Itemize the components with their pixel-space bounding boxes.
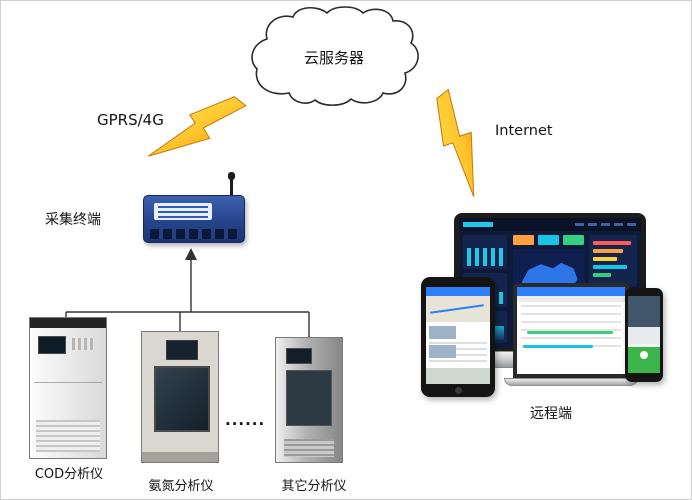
phone-green-panel [628, 346, 660, 373]
remote-tablet [421, 277, 495, 397]
laptop2-gantt-bar [527, 331, 613, 334]
laptop2-header [517, 287, 625, 296]
other-analyzer-cabinet [275, 337, 343, 463]
antenna [230, 175, 233, 199]
bar-chart-panel [589, 235, 637, 287]
cod-vent [36, 420, 100, 452]
kpi-tile [538, 235, 559, 245]
laptop2-toolbar [517, 296, 625, 302]
dashboard-panel [463, 235, 507, 269]
ammonia-analyzer-cabinet [141, 331, 219, 463]
cod-display [38, 336, 66, 354]
other-display [286, 348, 312, 364]
tablet-screen [426, 287, 490, 384]
cod-analyzer-label: COD分析仪 [34, 467, 104, 482]
phone-map [628, 296, 660, 327]
laptop2-table [521, 305, 621, 351]
other-vent [284, 439, 334, 457]
remote-laptop-2-screen [513, 283, 629, 378]
tablet-header [426, 287, 490, 296]
cloud-shape [251, 6, 419, 106]
kpi-tile [563, 235, 584, 245]
cod-keypad [72, 338, 94, 350]
tablet-thumbnails [426, 322, 490, 358]
kpi-tile [513, 235, 534, 245]
dtu-ports [150, 229, 238, 239]
other-analyzer-label: 其它分析仪 [281, 479, 347, 494]
lightning-left-icon [147, 96, 247, 157]
tablet-map-2 [426, 368, 490, 384]
ammonia-window [154, 366, 210, 432]
cloud-server-label: 云服务器 [303, 49, 364, 67]
dtu-sticker [154, 203, 212, 220]
laptop2-gantt-bar-2 [523, 345, 593, 348]
lightning-right-icon [436, 88, 475, 197]
dashboard-header [459, 218, 641, 231]
other-window [286, 370, 332, 426]
ammonia-analyzer-label: 氨氮分析仪 [148, 479, 214, 494]
gprs-link-label: GPRS/4G [97, 111, 164, 129]
internet-link-label: Internet [495, 123, 553, 139]
dtu-body [143, 195, 245, 243]
ellipsis-text: ...... [225, 411, 266, 429]
remote-terminal-label: 远程端 [530, 406, 572, 422]
dtu-device [141, 172, 249, 247]
terminal-label: 采集终端 [45, 212, 101, 228]
laptop2-base [504, 378, 638, 386]
tablet-map [426, 296, 490, 322]
ammonia-display [166, 340, 198, 360]
dashboard-logo [463, 222, 493, 227]
cod-analyzer-cabinet [29, 317, 107, 459]
home-button [454, 387, 462, 394]
dashboard-menu [575, 223, 637, 226]
arrow-up-icon [185, 248, 197, 260]
phone-screen [628, 296, 660, 373]
antenna-tip [228, 172, 235, 180]
remote-phone [625, 288, 663, 382]
